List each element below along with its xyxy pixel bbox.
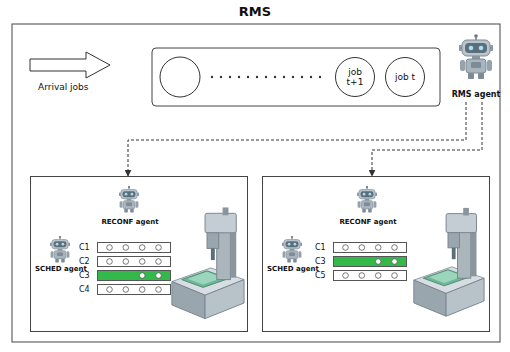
slot-dots [334, 243, 406, 252]
job-circle: job t [385, 57, 425, 97]
agent-label: RMS agent [452, 90, 501, 100]
agent-node: RECONF agent [97, 187, 163, 227]
configuration-name: C2 [79, 256, 97, 267]
agent-label: RECONF agent [339, 218, 396, 227]
input-label: Arrival jobs [38, 82, 89, 92]
diagram-title: RMS [0, 4, 510, 19]
configuration-name: C1 [79, 242, 97, 253]
agent-label: SCHED agent [267, 265, 319, 274]
slot-dots [98, 257, 170, 266]
configuration-name: C4 [79, 284, 97, 295]
configuration-row: C3 [315, 256, 407, 267]
configuration-bar [97, 270, 171, 281]
agent-node: SCHED agent [33, 237, 89, 274]
job-label: job t [392, 72, 418, 82]
configuration-row: C3 [79, 270, 171, 281]
configuration-bar [97, 256, 171, 267]
agent-label: RECONF agent [101, 218, 158, 227]
job-label: job t+1 [342, 67, 368, 87]
configuration-bar [333, 270, 407, 281]
configuration-bar [333, 256, 407, 267]
slot-dots [98, 271, 170, 280]
dashed-connector [372, 102, 482, 176]
slot-dots [98, 285, 170, 294]
configuration-row: C5 [315, 270, 407, 281]
configuration-name: C1 [315, 242, 333, 253]
configuration-name: C5 [315, 270, 333, 281]
agent-node: RMS agent [446, 34, 506, 100]
machine-box: RECONF agentSCHED agentC1C2C3C4 [30, 176, 248, 332]
configuration-bar [97, 284, 171, 295]
configuration-bar [333, 242, 407, 253]
configuration-row: C4 [79, 284, 171, 295]
configuration-row: C2 [79, 256, 171, 267]
configuration-row: C1 [315, 242, 407, 253]
slot-dots [98, 243, 170, 252]
configuration-row: C1 [79, 242, 171, 253]
configuration-bar [97, 242, 171, 253]
slot-dots [334, 271, 406, 280]
agent-node: RECONF agent [335, 187, 401, 227]
configuration-name: C3 [315, 256, 333, 267]
configuration-name: C3 [79, 270, 97, 281]
slot-dots [334, 257, 406, 266]
machine-box: RECONF agentSCHED agent C1C3C5 [262, 176, 490, 332]
job-circle: job t+1 [335, 57, 375, 97]
dashed-connector [128, 102, 466, 176]
agent-node: SCHED agent [265, 237, 321, 274]
